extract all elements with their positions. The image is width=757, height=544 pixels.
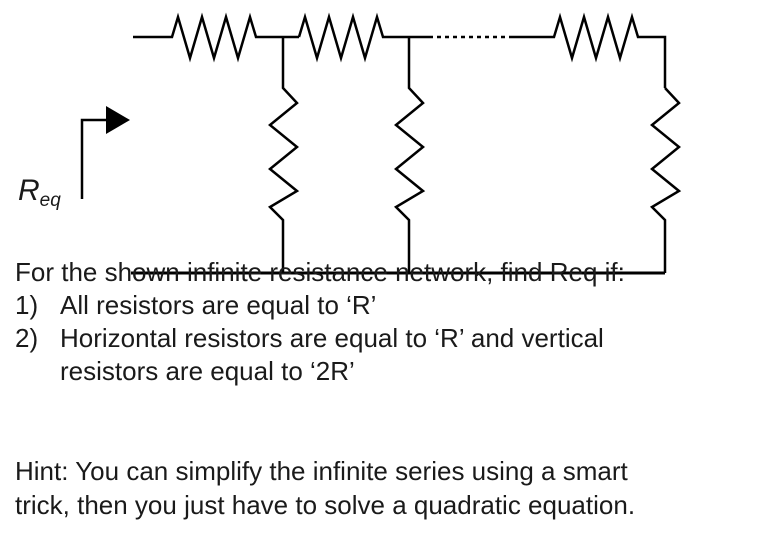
vertical-resistor-2 xyxy=(393,37,426,273)
req-arrow xyxy=(80,118,112,199)
top-wire-2 xyxy=(297,12,429,63)
top-wire-3 xyxy=(512,12,667,88)
arrowhead-icon xyxy=(106,106,130,134)
hint-line-2: trick, then you just have to solve a qua… xyxy=(15,490,636,520)
top-wire xyxy=(133,12,299,63)
problem-intro: For the shown infinite resistance networ… xyxy=(15,257,625,287)
vertical-resistor-3 xyxy=(649,87,682,273)
req-label: Req xyxy=(18,174,61,211)
problem-item-2: 2)Horizontal resistors are equal to ‘R’ … xyxy=(15,323,604,353)
vertical-resistor-1 xyxy=(267,37,300,273)
problem-item-1: 1)All resistors are equal to ‘R’ xyxy=(15,290,377,320)
hint-line-1: Hint: You can simplify the infinite seri… xyxy=(15,456,628,486)
problem-item-2-cont: resistors are equal to ‘2R’ xyxy=(60,356,355,386)
resistor-ladder-diagram xyxy=(80,12,682,275)
